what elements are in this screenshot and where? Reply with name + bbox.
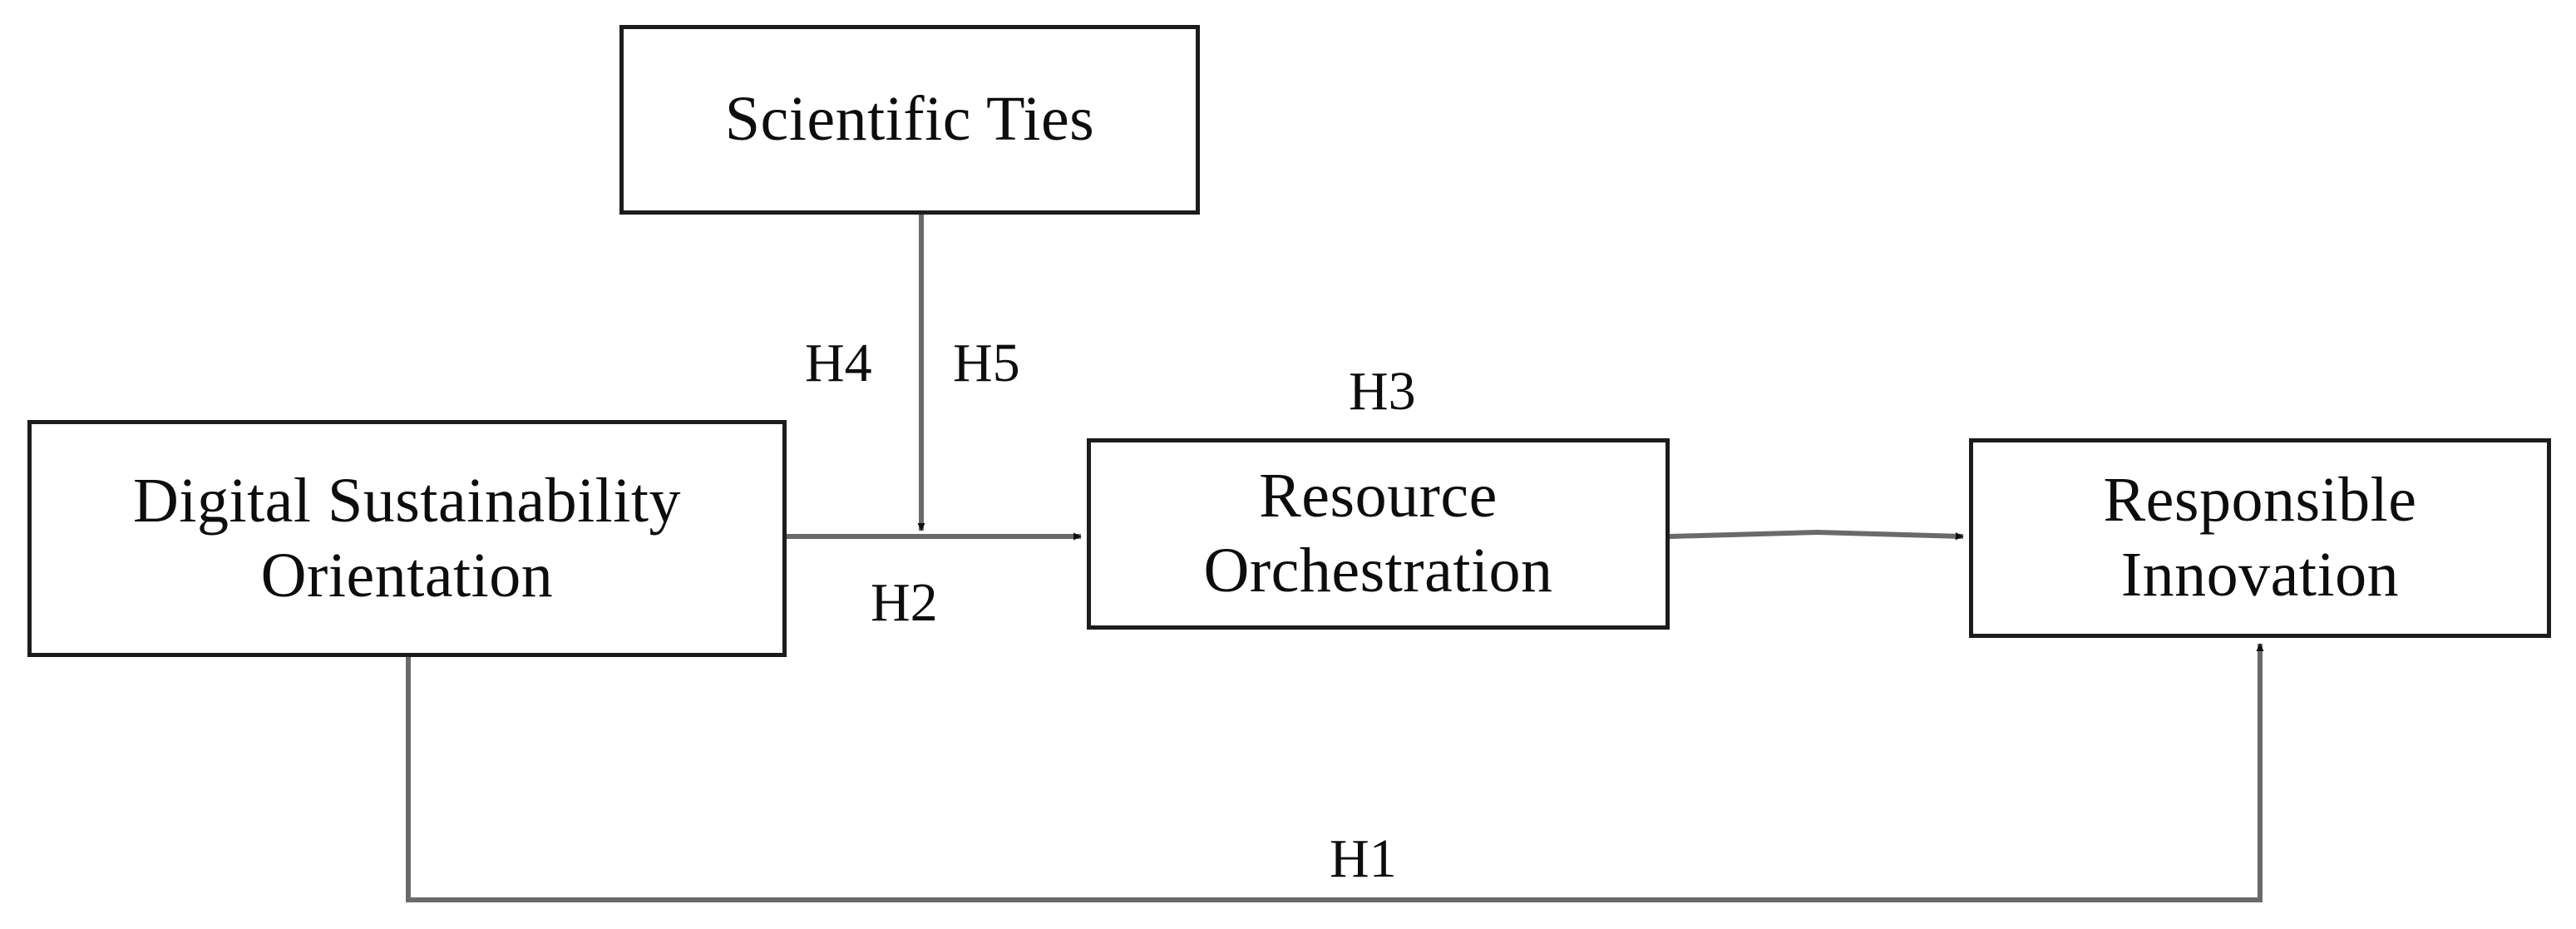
node-responsible-innovation-label: Responsible Innovation xyxy=(2103,465,2417,610)
edge-label-h2: H2 xyxy=(871,572,938,633)
node-responsible-innovation[interactable]: Responsible Innovation xyxy=(1969,438,2551,638)
node-scientific-ties[interactable]: Scientific Ties xyxy=(619,25,1200,215)
edge-label-h4: H4 xyxy=(805,333,872,393)
node-scientific-ties-label: Scientific Ties xyxy=(724,84,1095,155)
edge-label-h1: H1 xyxy=(1330,828,1397,889)
edge-h3-line xyxy=(1669,529,1964,541)
node-digital-sustainability-orientation[interactable]: Digital Sustainability Orientation xyxy=(27,420,787,657)
node-resource-orchestration[interactable]: Resource Orchestration xyxy=(1087,438,1670,630)
node-resource-orchestration-label: Resource Orchestration xyxy=(1203,461,1553,605)
node-digital-sustainability-orientation-label: Digital Sustainability Orientation xyxy=(132,465,682,610)
edge-label-h5: H5 xyxy=(953,333,1020,393)
edge-label-h3: H3 xyxy=(1349,361,1416,422)
